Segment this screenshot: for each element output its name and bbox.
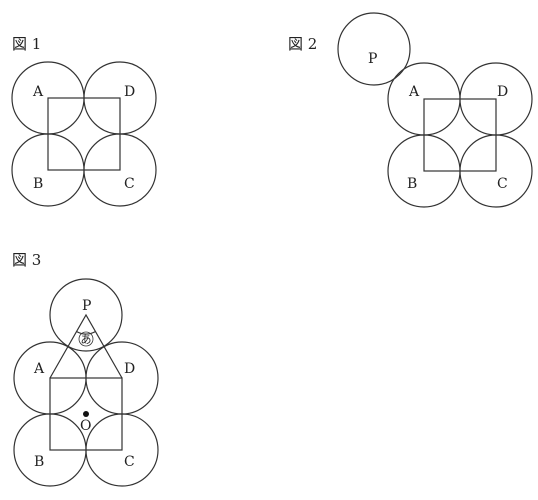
square-abcd xyxy=(47,97,121,171)
label-p: P xyxy=(82,298,91,314)
figure-2: 図 2 P A D B C xyxy=(288,12,533,208)
label-a: A xyxy=(408,84,420,100)
center-dot-o xyxy=(83,411,89,417)
angle-label-circle xyxy=(78,331,94,347)
label-o: O xyxy=(80,418,91,434)
label-c: C xyxy=(124,176,135,192)
square-abcd xyxy=(49,377,123,451)
label-a: A xyxy=(33,361,45,377)
label-c: C xyxy=(124,454,135,470)
label-a: A xyxy=(32,84,44,100)
label-d: D xyxy=(497,84,508,100)
circle-p xyxy=(337,12,411,86)
figure-1-title: 図 1 xyxy=(12,35,41,53)
label-d: D xyxy=(124,84,135,100)
circle-p xyxy=(49,278,123,352)
label-b: B xyxy=(34,454,44,470)
triangle-apd xyxy=(49,313,123,379)
figure-2-title: 図 2 xyxy=(288,35,317,53)
angle-label: あ xyxy=(81,333,92,346)
label-b: B xyxy=(407,176,417,192)
figure-3: 図 3 あ P A D O B C xyxy=(12,251,159,487)
label-d: D xyxy=(124,361,135,377)
figure-3-title: 図 3 xyxy=(12,251,41,269)
label-p: P xyxy=(368,51,377,67)
label-b: B xyxy=(33,176,43,192)
angle-arc xyxy=(76,330,96,335)
square-abcd xyxy=(423,98,497,172)
label-c: C xyxy=(497,176,508,192)
figure-1: 図 1 A D B C xyxy=(11,35,157,207)
